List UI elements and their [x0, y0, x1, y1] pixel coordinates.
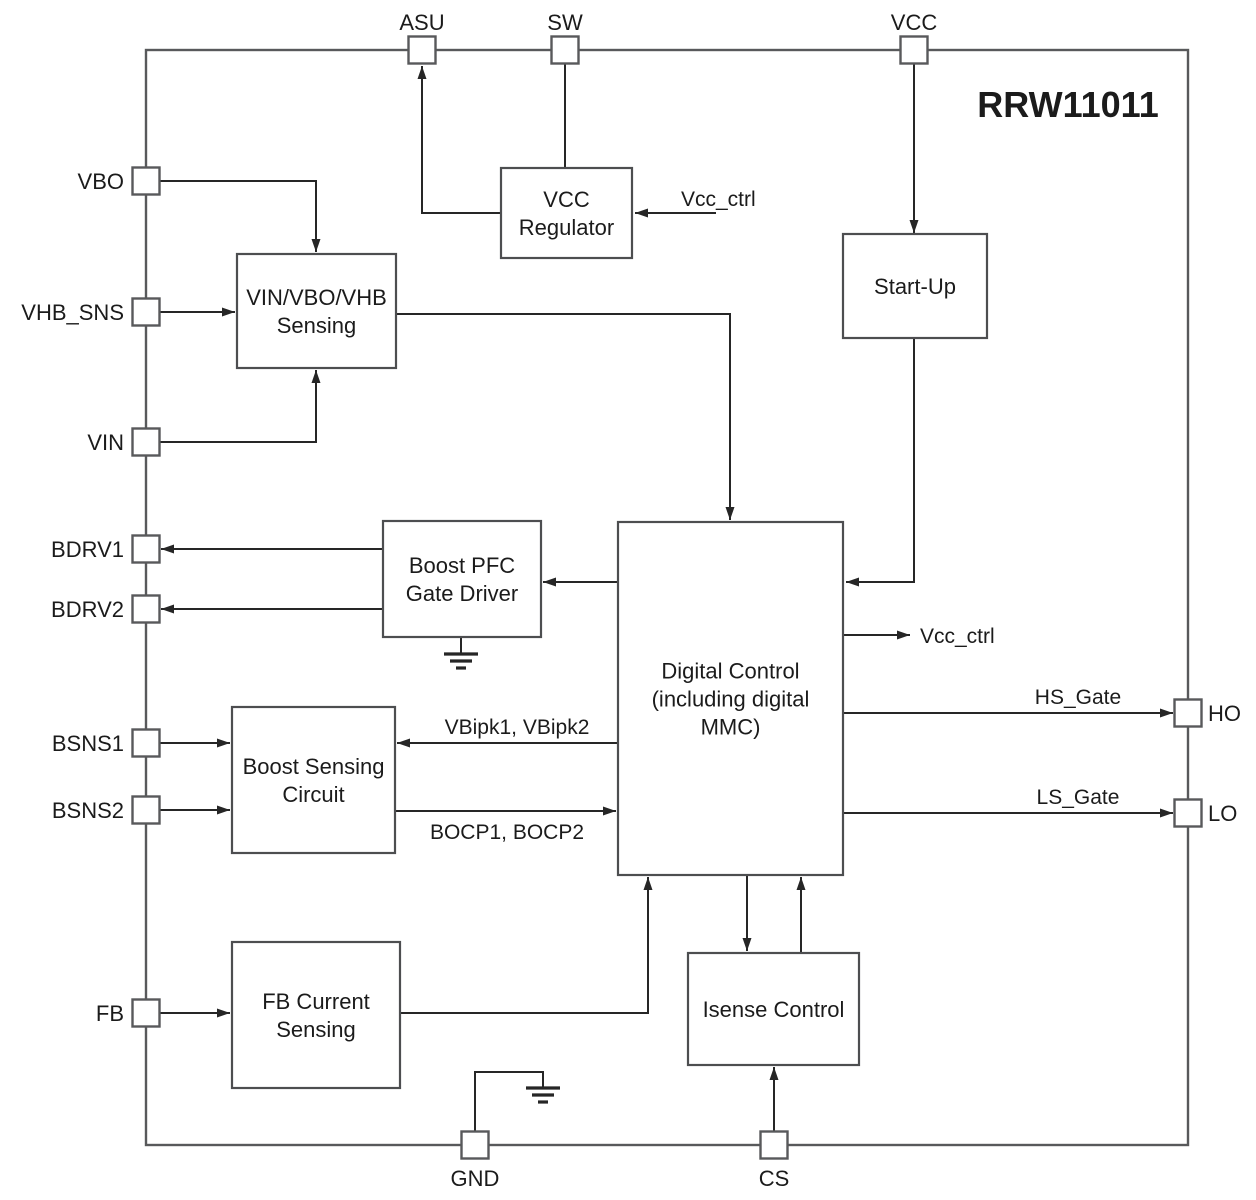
pin-label-vin: VIN [87, 430, 124, 455]
block-fb-current-sensing [230, 940, 402, 1090]
pin-label-bsns2: BSNS2 [52, 798, 124, 823]
pin-label-bsns1: BSNS1 [52, 731, 124, 756]
pin-label-asu: ASU [399, 10, 444, 35]
pin-lo [1173, 798, 1203, 828]
pin-bdrv1 [131, 534, 161, 564]
pin-label-gnd: GND [451, 1166, 500, 1191]
block-label-start-up: Start-Up [874, 274, 956, 299]
block-vin-vbo-vhb-sensing [235, 252, 398, 370]
pin-label-sw: SW [547, 10, 583, 35]
wire-vccreg-to-asu [417, 66, 501, 214]
wire-vbo-to-sensing [160, 180, 321, 252]
block-digital-control [616, 520, 845, 877]
pin-bsns2 [131, 795, 161, 825]
pin-label-vcc: VCC [891, 10, 938, 35]
wire-fbcs-to-dc [400, 877, 653, 1014]
pin-fb [131, 998, 161, 1028]
wire-vin-to-sensing [160, 370, 321, 443]
label-signal-bocp: BOCP1, BOCP2 [430, 821, 584, 844]
pin-sw [550, 35, 580, 65]
pin-label-bdrv1: BDRV1 [51, 537, 124, 562]
pin-label-fb: FB [96, 1001, 124, 1026]
block-boost-pfc-gate-driver [381, 519, 543, 639]
pin-ho [1173, 698, 1203, 728]
pin-label-cs: CS [759, 1166, 790, 1191]
pin-bsns1 [131, 728, 161, 758]
pin-gnd [460, 1130, 490, 1160]
label-signal-vccctrl-out: Vcc_ctrl [920, 625, 995, 648]
block-label-isense-control: Isense Control [703, 997, 845, 1022]
pin-label-vhb-sns: VHB_SNS [21, 300, 124, 325]
wire-gnd-stem [474, 1071, 544, 1131]
label-signal-hs-gate: HS_Gate [1035, 686, 1121, 709]
wire-sensing-to-dc [396, 313, 735, 520]
block-vcc-regulator [499, 166, 634, 260]
pin-vin [131, 427, 161, 457]
pin-vhb-sns [131, 297, 161, 327]
pin-bdrv2 [131, 594, 161, 624]
label-signal-vbipk: VBipk1, VBipk2 [445, 716, 590, 739]
pin-vcc [899, 35, 929, 65]
label-signal-ls-gate: LS_Gate [1037, 786, 1120, 809]
pin-asu [407, 35, 437, 65]
block-start-up [841, 232, 989, 340]
pin-cs [759, 1130, 789, 1160]
pin-label-ho: HO [1208, 701, 1241, 726]
pin-label-vbo: VBO [78, 169, 124, 194]
pin-label-lo: LO [1208, 801, 1237, 826]
block-isense-control [686, 951, 861, 1067]
label-signal-vccctrl-in: Vcc_ctrl [681, 188, 756, 211]
wire-startup-to-dc [846, 338, 915, 587]
block-boost-sensing-circuit [230, 705, 397, 855]
label-chip-title: RRW11011 [977, 84, 1158, 125]
pin-label-bdrv2: BDRV2 [51, 597, 124, 622]
pin-vbo [131, 166, 161, 196]
